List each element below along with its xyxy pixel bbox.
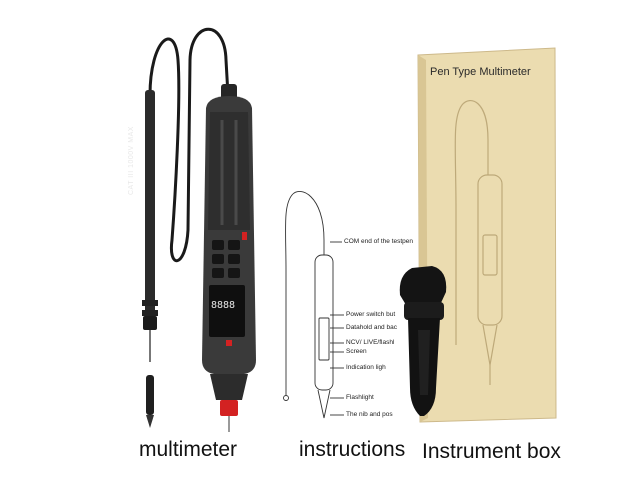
diagram-label: Indication ligh [346, 364, 386, 371]
test-probe-image [142, 90, 158, 428]
diagram-label: Datahold and bac [346, 324, 397, 331]
probe-rating-text: CAT III 1000V MAX [128, 126, 135, 195]
diagram-label: Screen [346, 348, 367, 355]
caption-instrument-box: Instrument box [422, 440, 561, 463]
diagram-label: Power switch but [346, 311, 396, 318]
diagram-label: COM end of the testpen [344, 238, 414, 245]
alligator-clip-image [399, 266, 447, 416]
diagram-label: NCV/ LIVE/flashl [346, 339, 395, 346]
instrument-box-image [417, 47, 557, 423]
diagram-label: Flashlight [346, 394, 374, 401]
display-digits: 8888 [211, 300, 236, 311]
instruction-diagram [283, 191, 344, 419]
caption-multimeter: multimeter [139, 438, 238, 461]
test-lead-wire [148, 27, 230, 262]
diagram-label: The nib and pos [346, 411, 393, 418]
caption-instructions: instructions [299, 438, 406, 461]
multimeter-pen-image [202, 84, 256, 432]
box-title: Pen Type Multimeter [430, 66, 531, 78]
